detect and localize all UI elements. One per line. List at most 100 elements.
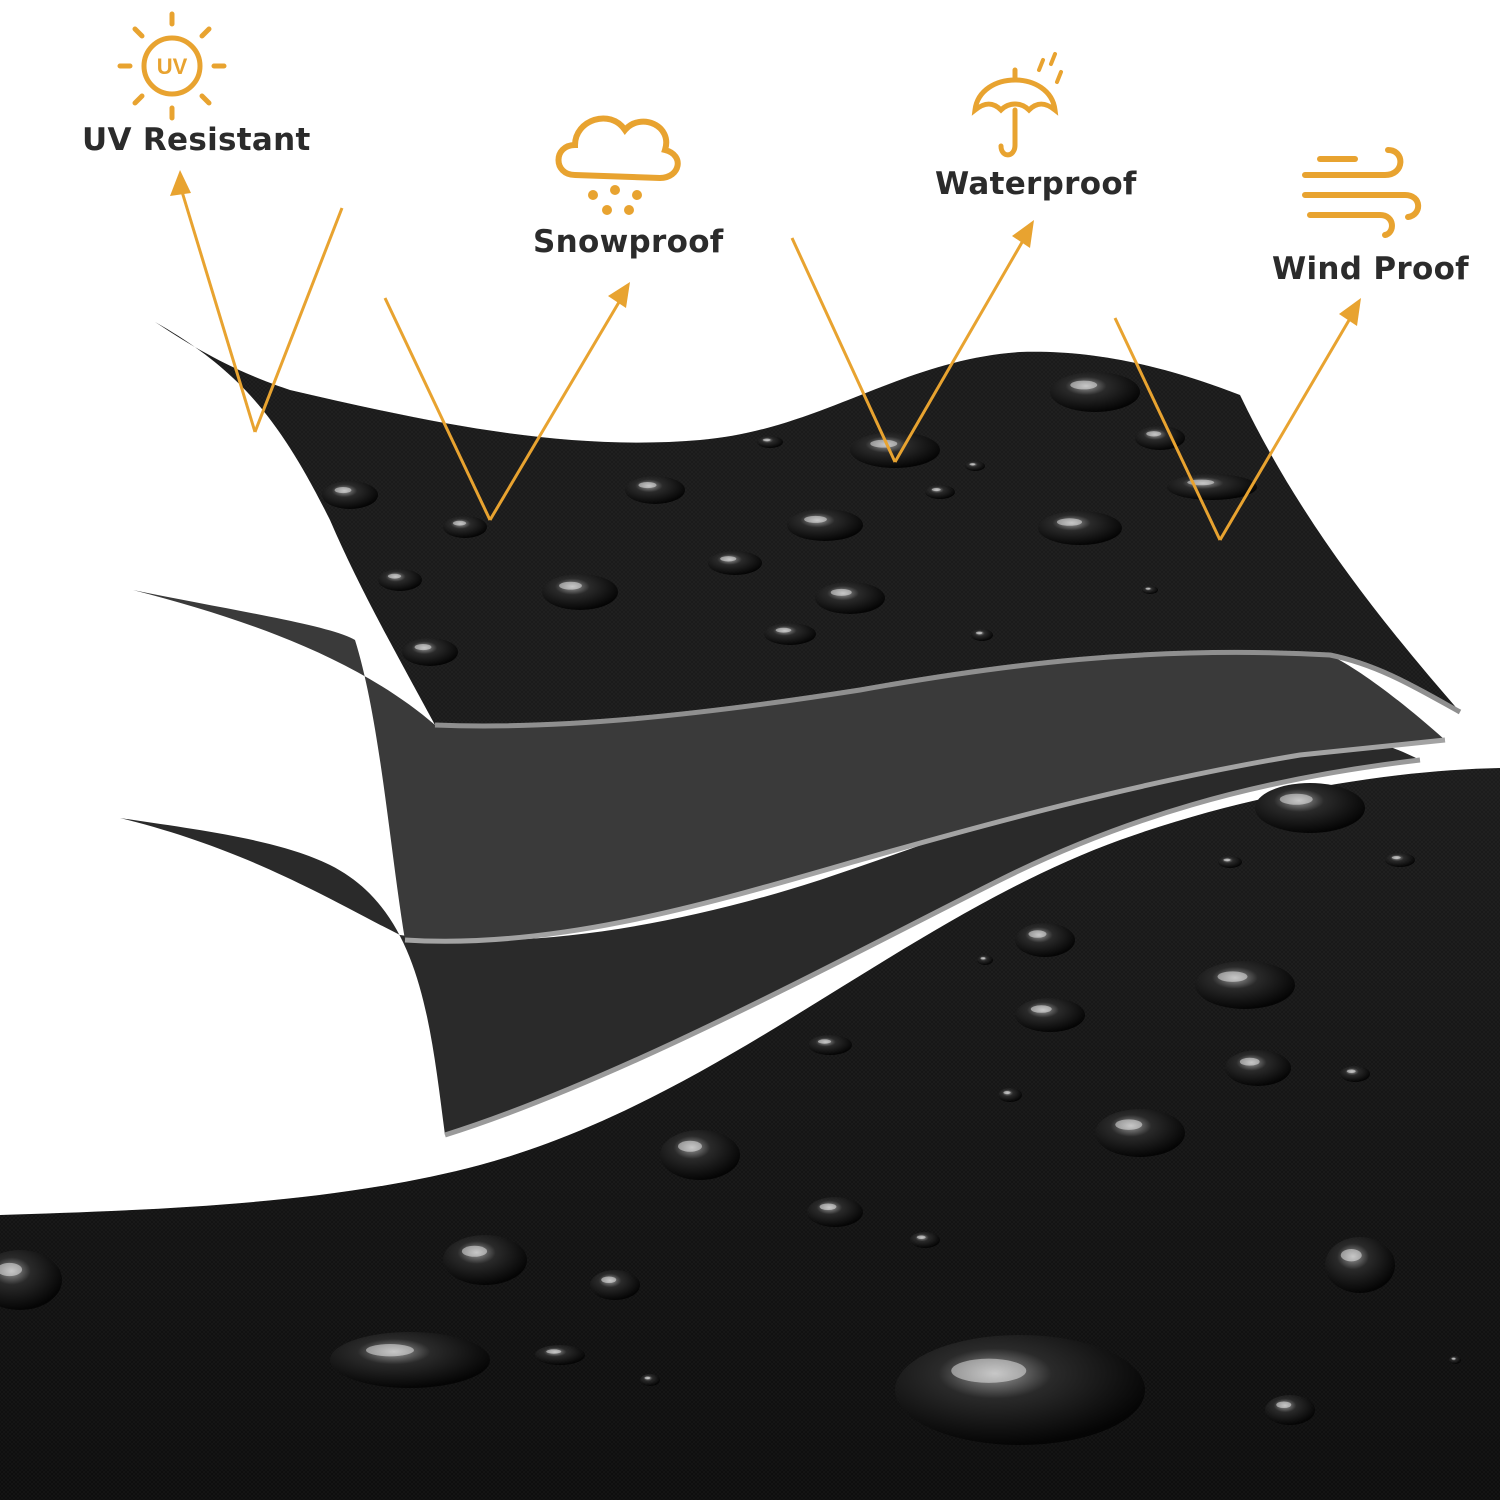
- water-droplet: [807, 1197, 863, 1227]
- umbrella-rain-icon: [971, 52, 1063, 158]
- uv-icon-glyph: UV: [157, 54, 188, 79]
- water-droplet-highlight: [1346, 1069, 1356, 1073]
- water-droplet: [535, 1345, 585, 1365]
- uv-arrowhead: [170, 170, 191, 196]
- water-droplet: [1095, 1109, 1185, 1157]
- water-droplet-highlight: [1003, 1091, 1011, 1095]
- wind-arrowhead: [1339, 298, 1361, 326]
- water-droplet: [1142, 586, 1158, 594]
- water-droplet-highlight: [1223, 858, 1231, 862]
- water-droplet: [1265, 1395, 1315, 1425]
- water-droplet-highlight: [1030, 1005, 1052, 1013]
- feature-label-water: Waterproof: [935, 166, 1137, 202]
- water-droplet: [787, 509, 863, 541]
- water-droplet-highlight: [0, 1262, 23, 1277]
- water-droplet-highlight: [1451, 1357, 1456, 1360]
- water-droplet-highlight: [830, 588, 852, 596]
- water-droplet: [808, 1035, 852, 1055]
- water-droplet: [443, 516, 487, 538]
- water-droplet: [910, 1232, 940, 1248]
- water-droplet-highlight: [817, 1039, 832, 1044]
- water-droplet: [0, 1250, 62, 1310]
- water-droplet-highlight: [387, 573, 402, 579]
- uv-sun-icon: UV: [117, 11, 227, 121]
- water-droplet-highlight: [1145, 587, 1151, 590]
- water-droplet: [1340, 1066, 1370, 1082]
- water-droplet: [815, 582, 885, 614]
- water-droplet-highlight: [931, 488, 941, 492]
- water-droplet-highlight: [601, 1276, 617, 1284]
- water-arrowhead: [1012, 220, 1034, 248]
- water-droplet: [971, 629, 993, 641]
- water-droplet: [330, 1332, 490, 1388]
- water-droplet: [1255, 783, 1365, 833]
- water-droplet: [1449, 1356, 1461, 1364]
- feature-label-snow: Snowproof: [533, 224, 724, 260]
- water-droplet-highlight: [720, 556, 737, 562]
- water-droplet: [1195, 961, 1295, 1009]
- water-droplet: [660, 1130, 740, 1180]
- snow-cloud-icon: [555, 115, 681, 215]
- water-droplet: [895, 1335, 1145, 1445]
- water-droplet-highlight: [1115, 1119, 1143, 1130]
- water-droplet: [1015, 998, 1085, 1032]
- water-droplet: [1225, 1050, 1291, 1086]
- layer-two-sheet: [133, 590, 1445, 942]
- water-droplet-highlight: [1146, 431, 1162, 437]
- water-droplet: [998, 1088, 1022, 1102]
- water-droplet: [764, 623, 816, 645]
- water-droplet-highlight: [916, 1235, 926, 1239]
- water-droplet-highlight: [1276, 1401, 1292, 1409]
- water-droplet: [1325, 1237, 1395, 1293]
- wind-line: [1113, 317, 1222, 541]
- water-droplet-highlight: [804, 515, 827, 523]
- wind-arrow-line: [1218, 309, 1357, 541]
- water-droplet-highlight: [980, 957, 986, 960]
- water-droplet-highlight: [1070, 380, 1098, 390]
- water-line: [790, 237, 897, 463]
- water-droplet: [708, 551, 762, 575]
- snow-line: [383, 297, 492, 521]
- water-droplet: [1015, 923, 1075, 957]
- water-droplet-highlight: [870, 439, 898, 448]
- water-droplet: [850, 432, 940, 468]
- feature-label-wind: Wind Proof: [1272, 251, 1469, 287]
- water-droplet: [590, 1270, 640, 1300]
- water-droplet-highlight: [1217, 971, 1248, 982]
- water-droplet: [1038, 511, 1122, 545]
- water-droplet-highlight: [414, 644, 432, 651]
- water-droplet: [443, 1235, 527, 1285]
- uv-line: [253, 207, 344, 433]
- water-droplet-highlight: [461, 1245, 488, 1257]
- water-droplet: [378, 569, 422, 591]
- water-droplet: [1385, 853, 1415, 867]
- water-droplet-highlight: [1391, 856, 1401, 860]
- water-droplet-highlight: [452, 520, 467, 526]
- water-droplet: [1167, 474, 1257, 500]
- layer-three-sheet: [120, 730, 1420, 1135]
- water-droplet-highlight: [762, 438, 771, 442]
- water-droplet-highlight: [644, 1376, 651, 1380]
- water-droplet-highlight: [1340, 1249, 1362, 1262]
- water-droplet-highlight: [969, 463, 976, 466]
- water-droplet-highlight: [975, 631, 983, 635]
- water-droplet-highlight: [951, 1358, 1027, 1383]
- snow-arrow-line: [488, 291, 627, 521]
- water-droplet-highlight: [1239, 1057, 1260, 1066]
- feature-arrows: [178, 184, 1357, 541]
- arrowheads: [170, 170, 1361, 326]
- water-droplet: [322, 481, 378, 509]
- water-droplet-highlight: [678, 1140, 702, 1152]
- snow-arrowhead: [608, 282, 630, 308]
- uv-arrow-line: [178, 184, 257, 433]
- water-droplet: [542, 574, 618, 610]
- water-droplet-highlight: [638, 482, 657, 489]
- water-droplet: [977, 955, 993, 965]
- water-droplet-highlight: [546, 1349, 562, 1354]
- wind-icon: [1302, 147, 1422, 238]
- water-droplet-highlight: [334, 487, 352, 494]
- water-droplet: [625, 476, 685, 504]
- water-droplet: [640, 1374, 660, 1386]
